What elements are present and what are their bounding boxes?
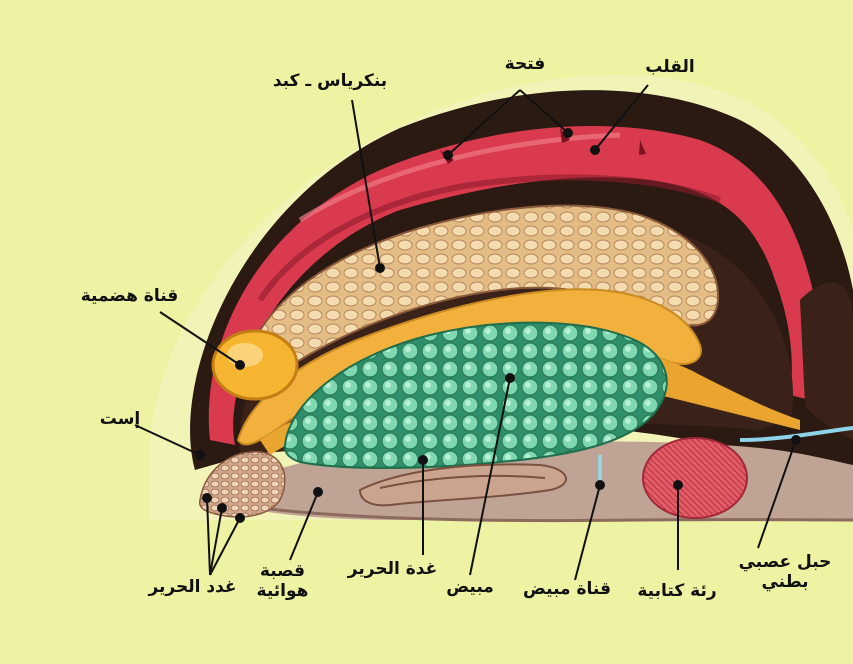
label-book-lung: رئة كتابية [622, 582, 732, 602]
dot-ostia [443, 150, 453, 160]
label-trachea: قصبة هوائية [245, 562, 320, 601]
dot-spinneret [217, 503, 227, 513]
dot-oviduct [595, 480, 605, 490]
label-oviduct: قناة مبيض [512, 580, 622, 600]
dot-spinneret [235, 513, 245, 523]
label-anus: إست [90, 410, 150, 430]
label-digestive-duct: قناة هضمية [72, 287, 187, 307]
label-nerve-cord-line1: حبل عصبي [735, 553, 835, 573]
label-silk-glands: غدد الحرير [135, 578, 250, 598]
dot-trachea [313, 487, 323, 497]
dot-book-lung [673, 480, 683, 490]
dot-silk-gland [418, 455, 428, 465]
label-trachea-line1: قصبة [245, 562, 320, 582]
label-heart: القلب [630, 58, 710, 78]
dot-ostia [563, 128, 573, 138]
label-ovary: مبيض [440, 578, 500, 598]
label-ostia: فتحة [485, 55, 565, 75]
digestive-duct-highlight [227, 343, 263, 367]
label-silk-gland: غدة الحرير [340, 560, 445, 580]
label-trachea-line2: هوائية [245, 582, 320, 602]
dot-hepatopancreas [375, 263, 385, 273]
dot-ovary [505, 373, 515, 383]
label-hepatopancreas: بنكرياس ـ كبد [255, 72, 405, 92]
dot-digestive-duct [235, 360, 245, 370]
label-nerve-cord: حبل عصبي بطني [735, 553, 835, 592]
label-nerve-cord-line2: بطني [735, 573, 835, 593]
dot-anus [195, 450, 205, 460]
book-lung [643, 438, 747, 518]
dot-nerve-cord [791, 435, 801, 445]
dot-spinneret [202, 493, 212, 503]
digestive-duct-blob [213, 331, 297, 399]
dot-heart [590, 145, 600, 155]
